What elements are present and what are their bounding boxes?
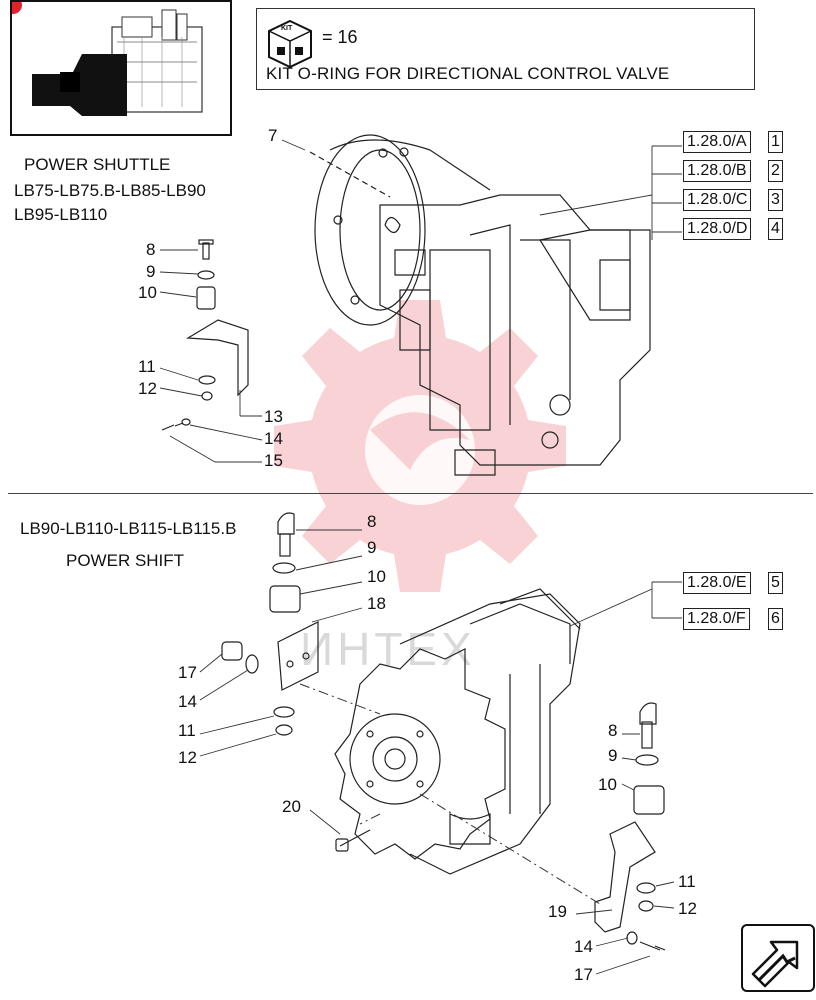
callout-10: 10: [138, 283, 157, 302]
power-shift-transmission-drawing: [199, 512, 682, 975]
callout-20: 20: [282, 797, 301, 816]
callout-14: 14: [264, 429, 283, 448]
watermark-gear-logo: [274, 300, 566, 592]
callout-10-left: 10: [367, 567, 386, 586]
arrow-icon: [751, 940, 799, 988]
callout-8-right: 8: [608, 721, 618, 740]
ref-number-6: 6: [768, 608, 783, 630]
callout-12: 12: [138, 379, 157, 398]
callout-9-left: 9: [367, 538, 377, 557]
kit-quantity: = 16: [322, 27, 358, 47]
page-marker: [12, 2, 22, 14]
kit-title: KIT O-RING FOR DIRECTIONAL CONTROL VALVE: [266, 64, 670, 83]
ref-link-b[interactable]: 1.28.0/B: [683, 160, 751, 182]
ref-link-c[interactable]: 1.28.0/C: [683, 189, 752, 211]
ref-link-a[interactable]: 1.28.0/A: [683, 131, 751, 153]
kit-icon: [268, 19, 312, 69]
ref-number-2: 2: [768, 160, 783, 182]
callout-11: 11: [138, 357, 156, 376]
callout-13: 13: [264, 407, 283, 426]
section-top-title: POWER SHUTTLE: [24, 155, 171, 174]
ref-link-f[interactable]: 1.28.0/F: [683, 608, 750, 630]
kit-info-box: KIT: [256, 8, 755, 90]
callout-14-right: 14: [574, 937, 593, 956]
engine-thumbnail: [10, 0, 232, 136]
callout-8-left: 8: [367, 512, 377, 531]
section-bottom-models: LB90-LB110-LB115-LB115.B: [20, 519, 237, 538]
callout-11-left: 11: [178, 721, 196, 740]
ref-link-d[interactable]: 1.28.0/D: [683, 218, 752, 240]
callout-17-left: 17: [178, 663, 197, 682]
callout-18: 18: [367, 594, 386, 613]
callout-10-right: 10: [598, 775, 617, 794]
callout-7: 7: [268, 126, 278, 145]
power-shuttle-transmission-drawing: [159, 134, 682, 476]
ref-number-4: 4: [768, 218, 783, 240]
callout-14-left: 14: [178, 692, 197, 711]
callout-15: 15: [264, 451, 283, 470]
next-page-button[interactable]: [741, 924, 815, 992]
ref-number-1: 1: [768, 131, 783, 153]
ref-number-3: 3: [768, 189, 783, 211]
engine-thumbnail-drawing: [32, 9, 203, 116]
section-top-models-line1: LB75-LB75.B-LB85-LB90: [14, 181, 206, 200]
ref-link-e[interactable]: 1.28.0/E: [683, 572, 751, 594]
callout-19: 19: [548, 902, 567, 921]
kit-badge-label: KIT: [281, 25, 293, 32]
callout-11-right: 11: [678, 872, 696, 891]
callout-12-left: 12: [178, 748, 197, 767]
section-top-models-line2: LB95-LB110: [14, 205, 108, 224]
callout-17-right: 17: [574, 965, 593, 984]
callout-8: 8: [146, 240, 156, 259]
section-divider: [8, 493, 813, 494]
callout-12-right: 12: [678, 899, 697, 918]
ref-number-5: 5: [768, 572, 783, 594]
callout-9: 9: [146, 262, 156, 281]
watermark-text: ИНТЕХ: [300, 623, 476, 675]
section-bottom-title: POWER SHIFT: [66, 551, 185, 570]
callout-9-right: 9: [608, 746, 618, 765]
